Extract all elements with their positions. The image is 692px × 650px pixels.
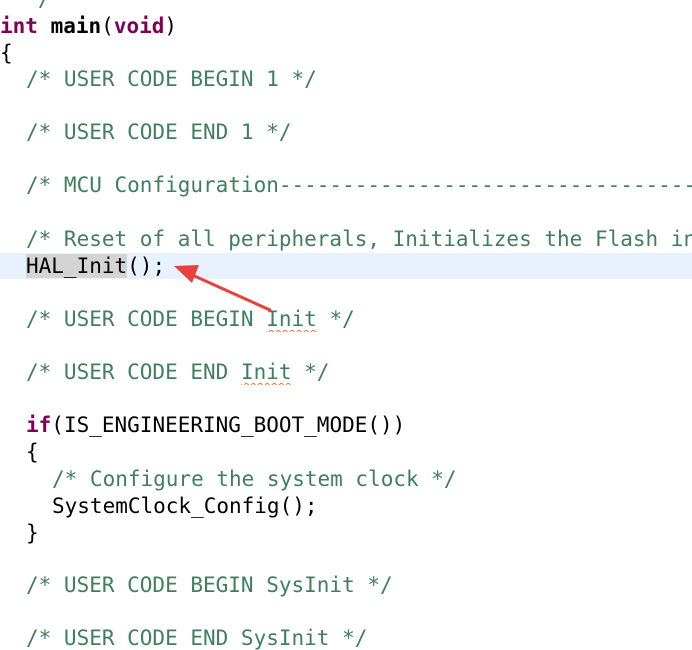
code-line-user-code-end-1: /* USER CODE END 1 */ <box>0 119 692 145</box>
code-line-reset-comment: /* Reset of all peripherals, Initializes… <box>0 226 692 252</box>
spellcheck-word[interactable]: Init <box>240 360 292 384</box>
comment-text: */ <box>25 0 50 11</box>
code-line-comment-tail: */ <box>0 0 692 12</box>
code-line-user-code-begin-sysinit: /* USER CODE BEGIN SysInit */ <box>0 572 692 598</box>
comment-text: */ <box>316 307 355 331</box>
code-line-if-engineering-boot: if(IS_ENGINEERING_BOOT_MODE()) <box>0 412 692 438</box>
keyword-void: void <box>113 14 165 38</box>
code-line-user-code-end-sysinit: /* USER CODE END SysInit */ <box>0 625 692 650</box>
function-name-main: main <box>50 14 102 38</box>
comment-text: */ <box>291 360 330 384</box>
selected-text-nit[interactable]: nit <box>89 254 128 278</box>
code-line-hal-init-current[interactable]: HAL_Init(); <box>0 253 692 279</box>
keyword-if: if <box>26 413 52 437</box>
code-line-brace-open: { <box>0 40 692 66</box>
if-condition: (IS_ENGINEERING_BOOT_MODE()) <box>51 413 406 437</box>
comment-text: /* USER CODE BEGIN 1 */ <box>26 67 317 91</box>
comment-text: /* USER CODE END SysInit */ <box>26 626 368 650</box>
comment-text: /* USER CODE END <box>26 360 241 384</box>
code-line-if-brace-open: { <box>0 439 692 465</box>
paren-open: ( <box>101 14 114 38</box>
paren-close: ) <box>164 14 178 38</box>
code-line-mcu-configuration: /* MCU Configuration--------------------… <box>0 172 692 198</box>
comment-text: /* MCU Configuration--------------------… <box>26 173 692 197</box>
code-line-if-brace-close: } <box>0 520 692 546</box>
function-call: SystemClock_Config(); <box>52 494 318 518</box>
code-line-systemclock-config: SystemClock_Config(); <box>0 493 692 519</box>
call-parens: (); <box>127 254 166 278</box>
comment-text: /* USER CODE BEGIN <box>26 307 267 331</box>
brace: { <box>0 41 13 65</box>
brace: { <box>26 440 39 464</box>
code-line-user-code-begin-init: /* USER CODE BEGIN Init */ <box>0 306 692 332</box>
brace: } <box>26 521 39 545</box>
spellcheck-word[interactable]: Init <box>266 307 317 331</box>
code-line-configure-clock-comment: /* Configure the system clock */ <box>0 466 692 492</box>
comment-text: /* USER CODE END 1 */ <box>26 120 292 144</box>
comment-text: /* Reset of all peripherals, Initializes… <box>26 227 692 251</box>
comment-text: /* USER CODE BEGIN SysInit */ <box>26 573 393 597</box>
selected-text-hal-i[interactable]: HAL_I <box>26 254 90 278</box>
code-line-user-code-begin-1: /* USER CODE BEGIN 1 */ <box>0 66 692 92</box>
code-line-main-signature: int main(void) <box>0 13 692 39</box>
keyword-int: int <box>0 14 38 38</box>
code-line-user-code-end-init: /* USER CODE END Init */ <box>0 359 692 385</box>
comment-text: /* Configure the system clock */ <box>52 467 457 491</box>
